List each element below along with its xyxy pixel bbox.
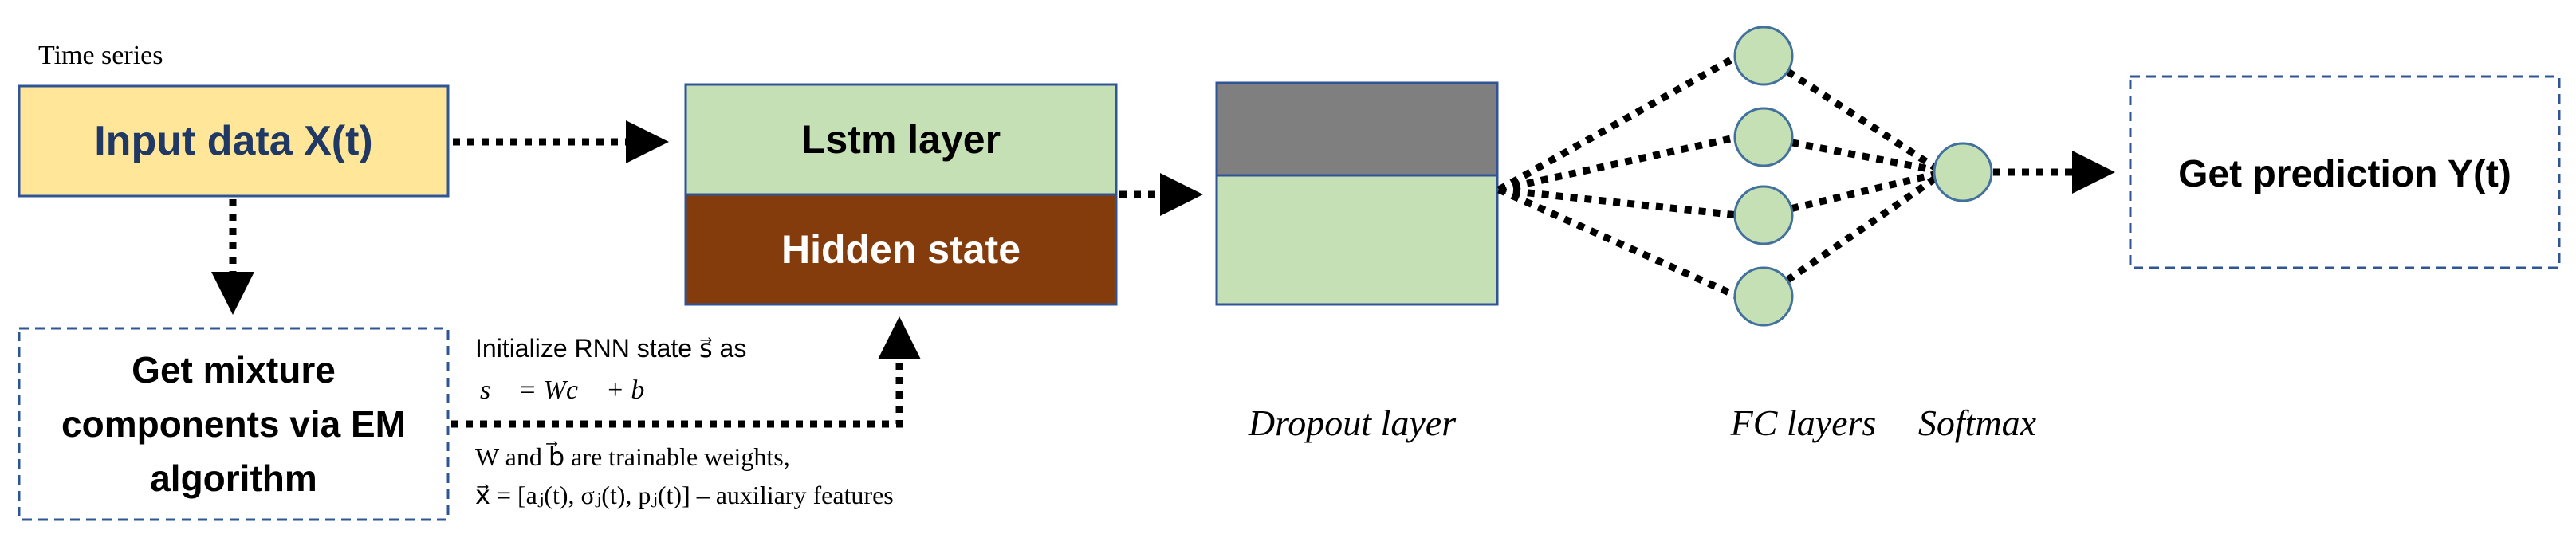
fc-node	[1733, 185, 1794, 245]
mixture-label-line1: Get mixture	[132, 349, 336, 391]
softmax-node	[1933, 142, 1993, 202]
trainable-weights-text: W and b⃗ are trainable weights,	[475, 441, 790, 471]
prediction-box: Get prediction Y(t)	[2129, 75, 2561, 269]
mixture-label-line3: algorithm	[150, 457, 317, 499]
fc-layer-nodes	[1733, 26, 1794, 327]
fc-layers-label: FC layers	[1730, 402, 1877, 443]
dropout-layer-label: Dropout layer	[1248, 402, 1457, 443]
init-rnn-state-text: Initialize RNN state s⃗ as	[475, 334, 746, 363]
flow-arrows	[211, 120, 2115, 428]
mixture-components-box: Get mixture components via EM algorithm	[18, 327, 450, 521]
lstm-layer-label: Lstm layer	[801, 117, 1001, 162]
input-data-label: Input data X(t)	[94, 118, 373, 164]
lstm-layer-box: Lstm layer	[684, 83, 1118, 196]
mixture-label-line2: components via EM	[61, 403, 406, 445]
hidden-state-box: Hidden state	[684, 193, 1118, 306]
dropout-block	[1215, 81, 1499, 306]
state-equation: s⃗ = Wc⃗ + b⃗	[480, 375, 666, 405]
fc-connections	[1496, 53, 1940, 300]
fc-node	[1733, 26, 1794, 86]
prediction-label: Get prediction Y(t)	[2178, 153, 2511, 195]
time-series-label: Time series	[38, 41, 163, 70]
hidden-state-label: Hidden state	[781, 227, 1021, 272]
input-data-box: Input data X(t)	[18, 84, 450, 198]
arrow-mixture-to-hidden	[451, 316, 921, 428]
auxiliary-features-text: x⃗ = [aⱼ(t), σⱼ(t), pⱼ(t)] – auxiliary f…	[475, 481, 894, 509]
fc-node	[1733, 266, 1794, 327]
softmax-label: Softmax	[1918, 402, 2037, 443]
fc-node	[1733, 107, 1794, 167]
